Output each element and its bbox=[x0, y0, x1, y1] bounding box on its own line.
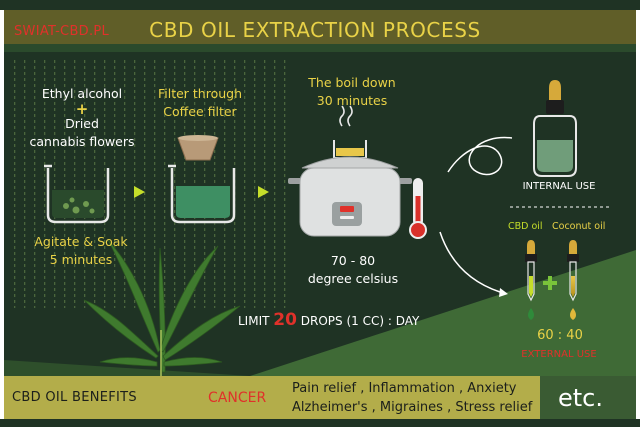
step-1-line: cannabis flowers bbox=[29, 134, 135, 149]
footer-bar bbox=[4, 376, 636, 419]
step-1-action-line: Agitate & Soak bbox=[34, 234, 128, 249]
step-3-line: The boil down bbox=[308, 75, 396, 90]
mix-ratio: 60 : 40 bbox=[537, 328, 583, 343]
limit-prefix: LIMIT bbox=[238, 314, 270, 328]
step-3-text: The boil down 30 minutes bbox=[292, 74, 412, 110]
step-1-plus: + bbox=[75, 100, 89, 118]
arrow-right-icon bbox=[258, 186, 269, 198]
swirl-arrow-internal bbox=[447, 136, 513, 176]
external-use-label: EXTERNAL USE bbox=[521, 349, 597, 360]
coffee-filter-icon bbox=[177, 135, 219, 161]
benefits-heading: CBD OIL BENEFITS bbox=[12, 390, 137, 405]
texture-stripes bbox=[8, 58, 288, 308]
rice-cooker-icon bbox=[288, 105, 412, 237]
plus-icon bbox=[543, 276, 557, 290]
brand-label: SWIAT-CBD.PL bbox=[14, 24, 110, 39]
thermometer-icon bbox=[409, 178, 427, 239]
step-2-line: Coffee filter bbox=[163, 104, 237, 119]
green-wedge bbox=[250, 250, 636, 376]
coconut-oil-label: Coconut oil bbox=[552, 221, 606, 232]
benefit-cancer: CANCER bbox=[208, 390, 267, 406]
arrow-right-icon bbox=[134, 186, 145, 198]
header-bar bbox=[4, 8, 636, 44]
beaker-1-icon bbox=[44, 164, 110, 224]
etc-label: etc. bbox=[558, 384, 603, 412]
step-1-action-line: 5 minutes bbox=[49, 252, 113, 267]
benefits-line-2: Alzheimer's , Migraines , Stress relief bbox=[292, 400, 533, 415]
benefits-line-1: Pain relief , Inflammation , Anxiety bbox=[292, 381, 517, 396]
step-1-action: Agitate & Soak 5 minutes bbox=[16, 233, 146, 269]
temperature-line: degree celsius bbox=[307, 271, 399, 286]
dropper-bottle-icon bbox=[533, 80, 577, 177]
step-1-text: Ethyl alcohol + Dried cannabis flowers bbox=[22, 85, 142, 151]
step-3-line: 30 minutes bbox=[316, 93, 388, 108]
beaker-2-icon bbox=[168, 164, 236, 224]
page-title: CBD OIL EXTRACTION PROCESS bbox=[149, 18, 481, 42]
coconut-oil-dropper-icon bbox=[567, 240, 579, 320]
swirl-arrow-external bbox=[439, 231, 501, 293]
step-2-text: Filter through Coffee filter bbox=[152, 85, 248, 121]
temperature-line: 70 - 80 bbox=[330, 253, 376, 268]
step-2-line: Filter through bbox=[157, 86, 243, 101]
temperature-text: 70 - 80 degree celsius bbox=[288, 252, 418, 288]
internal-use-label: INTERNAL USE bbox=[522, 181, 596, 192]
step-1-line: Ethyl alcohol bbox=[41, 86, 123, 101]
cannabis-leaf-icon bbox=[83, 239, 241, 376]
step-1-line: Dried bbox=[65, 116, 99, 131]
cbd-oil-label: CBD oil bbox=[508, 221, 543, 232]
limit-number: 20 bbox=[273, 310, 297, 330]
limit-suffix: DROPS (1 CC) : DAY bbox=[300, 314, 420, 328]
cbd-oil-dropper-icon bbox=[525, 240, 537, 320]
dosage-limit: LIMIT 20 DROPS (1 CC) : DAY bbox=[238, 312, 419, 329]
